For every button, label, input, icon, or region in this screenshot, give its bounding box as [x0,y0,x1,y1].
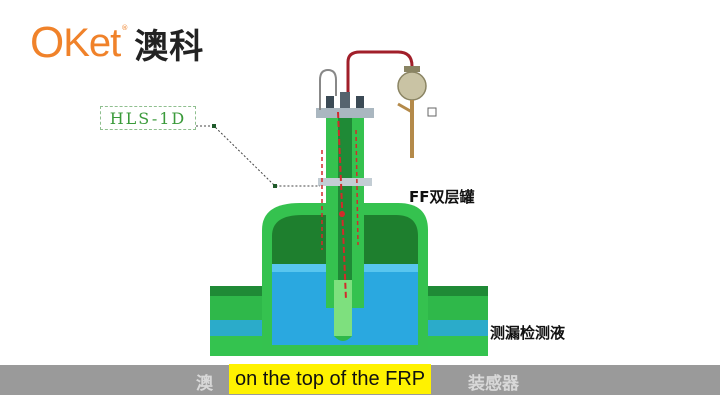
signal-cable [346,50,414,92]
alarm-indicator [397,71,427,101]
logo-letter-o: O [30,18,64,67]
logo-chinese-name: 澳科 [134,26,205,67]
top-flange [316,108,374,118]
logo-letters-ket: Ket [63,20,121,65]
middle-flange [318,178,372,186]
subtitle-caption: on the top of the FRP [229,364,432,394]
tank-type-label: FF双层罐 [409,188,475,206]
sensor-probe [337,111,347,301]
label-leader-line [196,125,320,187]
subtitle-ghost-right: 装感器 [468,374,519,394]
sensor-model-label: HLS-1D [100,106,196,130]
leak-liquid-label: 测漏检测液 [490,324,566,342]
wire-loop [319,68,337,110]
brand-logo: O Ket ® 澳科 [30,18,204,68]
subtitle-ghost-left: 澳 [196,374,213,394]
logo-trademark: ® [121,24,129,32]
